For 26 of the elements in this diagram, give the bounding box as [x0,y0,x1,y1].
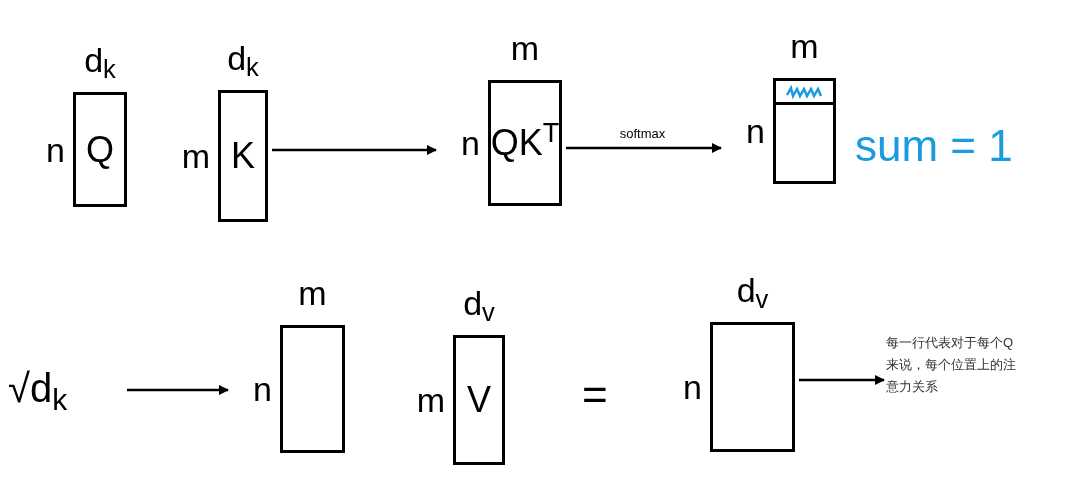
dimension-label: d$_{k}$ [83,40,117,80]
dimension-label: n [682,367,702,407]
dimension-label: m [415,380,445,420]
arrow [566,143,722,153]
note-text: 每一行代表对于每个Q来说，每个位置上的注意力关系 [886,332,1022,398]
matrix: V [453,335,505,465]
arrow [272,145,437,155]
matrix: K [218,90,268,222]
dimension-label: n [460,123,480,163]
dimension-label: m [180,136,210,176]
dimension-label: d$_{k}$ [226,38,260,78]
sum-note: sum = 1 [855,120,1013,172]
dimension-label: m [509,28,541,68]
dimension-label: n [745,111,765,151]
equals-sign: = [582,370,608,420]
arrow [799,375,885,385]
dimension-label: m [297,273,328,313]
dimension-label: d$_{v}$ [462,283,496,323]
dimension-label: m [789,26,820,66]
dimension-label: d$_{v}$ [735,270,770,310]
dimension-label: n [252,369,272,409]
sqrt-term: √d$_{k}$ [8,360,123,416]
matrix: Q [73,92,127,207]
arrow [127,385,229,395]
matrix: QK$^{T}$ [488,80,562,206]
dimension-label: n [45,129,65,170]
